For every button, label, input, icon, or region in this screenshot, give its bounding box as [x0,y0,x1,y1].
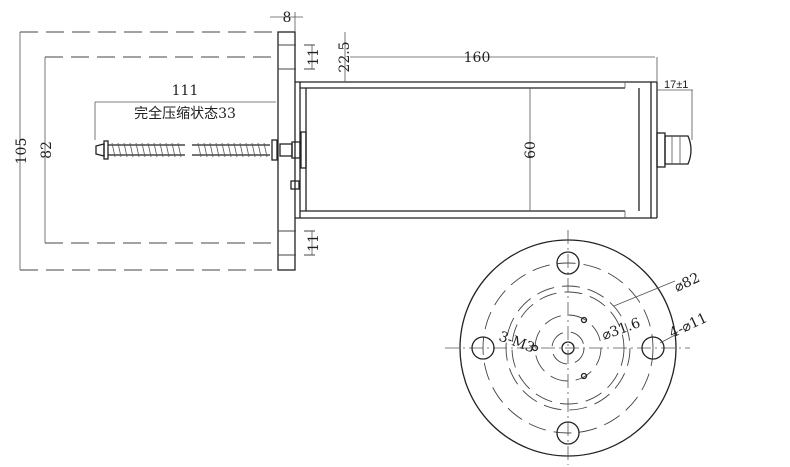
mounting-flange [277,31,296,271]
dim-screw-length: 111 [172,83,199,99]
dim-body-diameter: 60 [523,141,539,159]
note-compressed: 完全压缩状态33 [134,105,236,122]
dim-overall-height: 105 [14,138,30,165]
dim-body-length: 160 [464,50,491,66]
label-pcd: ⌀31.6 [600,315,643,344]
end-view: 3-M3 ⌀31.6 ⌀82 4-⌀11 [445,230,710,465]
dim-hole-bottom: 11 [306,234,322,252]
dimensions: 105 82 8 11 11 22.5 160 60 17±1 111 完全压缩… [14,10,693,271]
bolt-holes [471,251,665,445]
dim-hole-top: 11 [306,48,322,66]
dim-bolt-spacing: 82 [39,141,55,159]
label-holes: 4-⌀11 [667,310,710,341]
cylinder-body [295,81,658,219]
side-view: 105 82 8 11 11 22.5 160 60 17±1 111 完全压缩… [14,10,693,271]
label-m3: 3-M3 [497,329,537,357]
dim-flange-thickness: 8 [283,10,292,26]
label-outer: ⌀82 [672,270,703,296]
dim-offset: 22.5 [337,41,353,72]
dim-gland: 17±1 [664,79,688,91]
cable-gland [656,132,692,168]
screw [95,131,307,190]
